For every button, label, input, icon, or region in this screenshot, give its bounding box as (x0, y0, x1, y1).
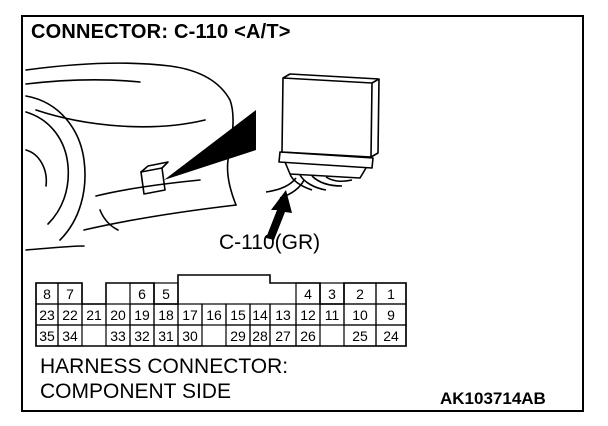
pin-number-16: 16 (206, 307, 222, 323)
pin-number-14: 14 (252, 307, 268, 323)
pin-number-30: 30 (182, 328, 198, 344)
pin-number-15: 15 (230, 307, 246, 323)
pin-number-20: 20 (110, 307, 126, 323)
pin-cell (295, 324, 321, 347)
pin-number-34: 34 (62, 328, 78, 344)
pin-number-29: 29 (230, 328, 246, 344)
pin-number-33: 33 (110, 328, 126, 344)
caption-harness-connector: HARNESS CONNECTOR: (40, 355, 289, 378)
pin-number-8: 8 (43, 286, 51, 302)
pin-number-9: 9 (387, 307, 395, 323)
pin-number-11: 11 (325, 307, 340, 323)
pin-number-1: 1 (387, 286, 395, 302)
pin-number-13: 13 (275, 307, 291, 323)
caption-component-side: COMPONENT SIDE (40, 380, 231, 403)
pin-number-7: 7 (66, 286, 74, 302)
connector-id-label: C-110(GR) (219, 231, 321, 254)
pin-number-22: 22 (62, 307, 78, 323)
pin-number-2: 2 (356, 286, 364, 302)
pin-cell (57, 324, 83, 347)
diagram-frame (21, 15, 584, 412)
pin-number-3: 3 (328, 286, 336, 302)
pin-number-5: 5 (162, 286, 170, 302)
pin-number-21: 21 (86, 307, 102, 323)
pin-number-28: 28 (252, 328, 268, 344)
pin-cell (375, 324, 407, 347)
diagram-title: CONNECTOR: C-110 <A/T> (31, 21, 291, 43)
pin-number-12: 12 (300, 307, 316, 323)
pin-number-23: 23 (39, 307, 55, 323)
pin-number-17: 17 (182, 307, 198, 323)
pin-number-35: 35 (39, 328, 55, 344)
pin-number-4: 4 (304, 286, 312, 302)
pin-number-6: 6 (138, 286, 146, 302)
pin-number-26: 26 (300, 328, 316, 344)
pin-number-27: 27 (275, 328, 291, 344)
pin-number-19: 19 (134, 307, 150, 323)
pin-number-31: 31 (158, 328, 174, 344)
pin-number-25: 25 (352, 328, 368, 344)
pin-number-24: 24 (383, 328, 399, 344)
pin-cell (177, 324, 203, 347)
figure-code: AK103714AB (440, 389, 546, 408)
pin-number-10: 10 (352, 307, 368, 323)
pin-number-18: 18 (158, 307, 174, 323)
pin-number-32: 32 (134, 328, 150, 344)
